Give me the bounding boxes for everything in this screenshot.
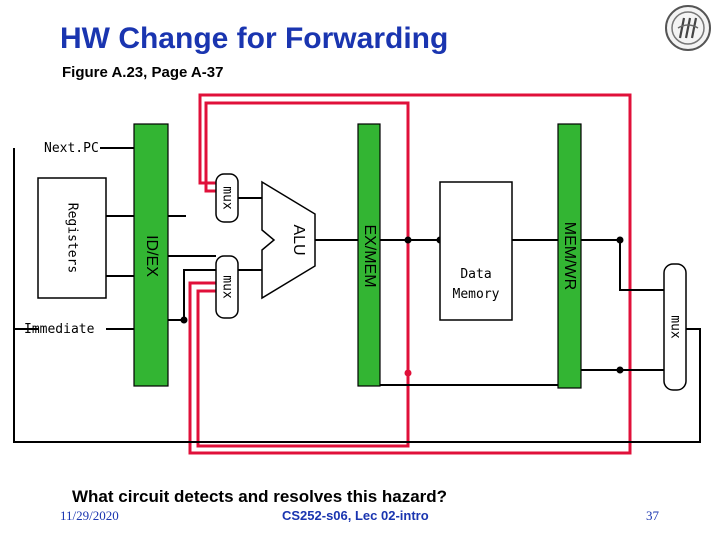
mux-right-label: mux xyxy=(668,315,683,339)
mux-bottom-label: mux xyxy=(220,275,235,299)
forwarding-path-bottom-outer xyxy=(188,281,632,455)
id-ex-label: ID/EX xyxy=(143,235,160,277)
mux-top xyxy=(215,173,239,223)
university-seal-logo xyxy=(665,5,711,51)
alu-label: ALU xyxy=(290,224,307,255)
forwarding-path-bottom-inner xyxy=(196,289,410,448)
ex-mem-register xyxy=(357,123,381,387)
mux-bottom xyxy=(215,255,239,319)
mux-right xyxy=(663,263,687,391)
mem-wr-register xyxy=(557,123,582,389)
mem-wr-label: MEM/WR xyxy=(561,222,578,290)
wire-junctions xyxy=(180,236,624,377)
forwarding-path-top-inner xyxy=(204,101,410,373)
data-memory-box xyxy=(439,181,513,321)
data-memory-label-line1: Data xyxy=(460,267,491,282)
registers-label: Registers xyxy=(65,203,80,273)
ex-mem-label: EX/MEM xyxy=(361,224,378,287)
footer-page-number: 37 xyxy=(646,508,659,523)
mux-top-label: mux xyxy=(220,186,235,210)
slide-subtitle: Figure A.23, Page A-37 xyxy=(62,64,224,81)
datapath-wires xyxy=(13,147,701,443)
slide-title: HW Change for Forwarding xyxy=(60,22,449,55)
id-ex-register xyxy=(133,123,169,387)
registers-box xyxy=(37,177,107,299)
next-pc-label: Next.PC xyxy=(44,141,99,156)
hazard-question: What circuit detects and resolves this h… xyxy=(72,487,448,506)
alu xyxy=(261,180,316,300)
data-memory-label-line2: Memory xyxy=(453,287,500,302)
footer-date: 11/29/2020 xyxy=(60,508,119,523)
immediate-label: Immediate xyxy=(24,322,95,337)
forwarding-paths xyxy=(188,93,632,455)
footer-course: CS252-s06, Lec 02-intro xyxy=(282,508,429,523)
